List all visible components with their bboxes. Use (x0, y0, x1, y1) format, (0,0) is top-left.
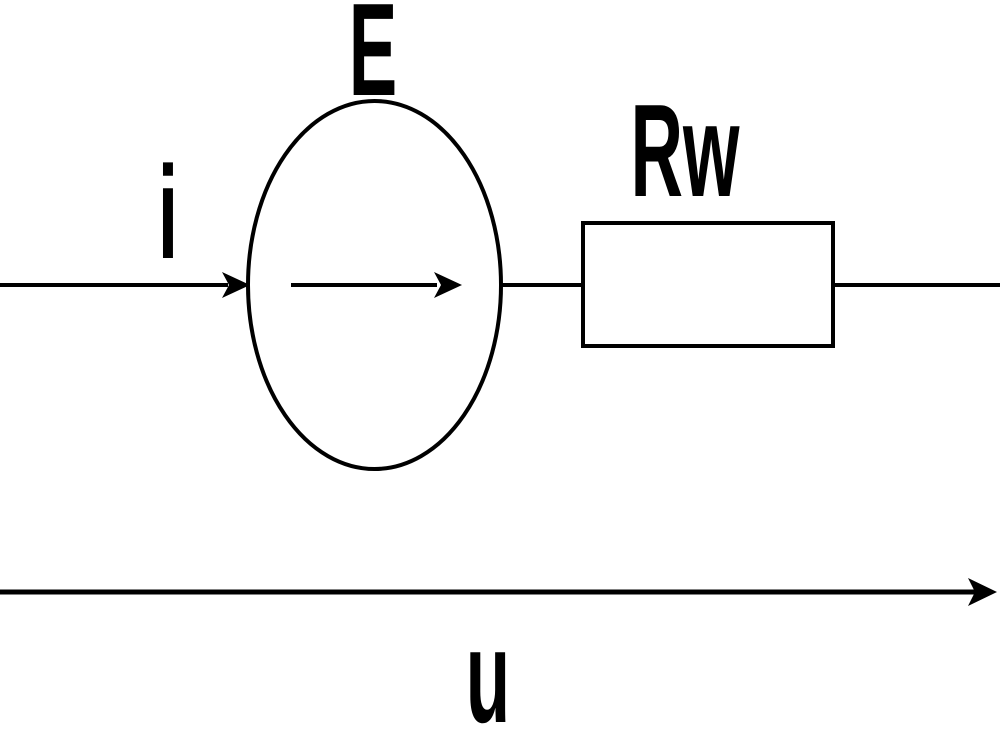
current-arrowhead-icon (222, 272, 250, 298)
voltage-label: u (466, 603, 510, 750)
emf-arrowhead-icon (434, 272, 462, 298)
resistor-label: Rw (631, 77, 741, 224)
resistor-box (581, 221, 835, 348)
voltage-arrowhead-icon (968, 578, 997, 606)
current-label: i (158, 139, 178, 286)
emf-source-label: E (349, 0, 397, 124)
